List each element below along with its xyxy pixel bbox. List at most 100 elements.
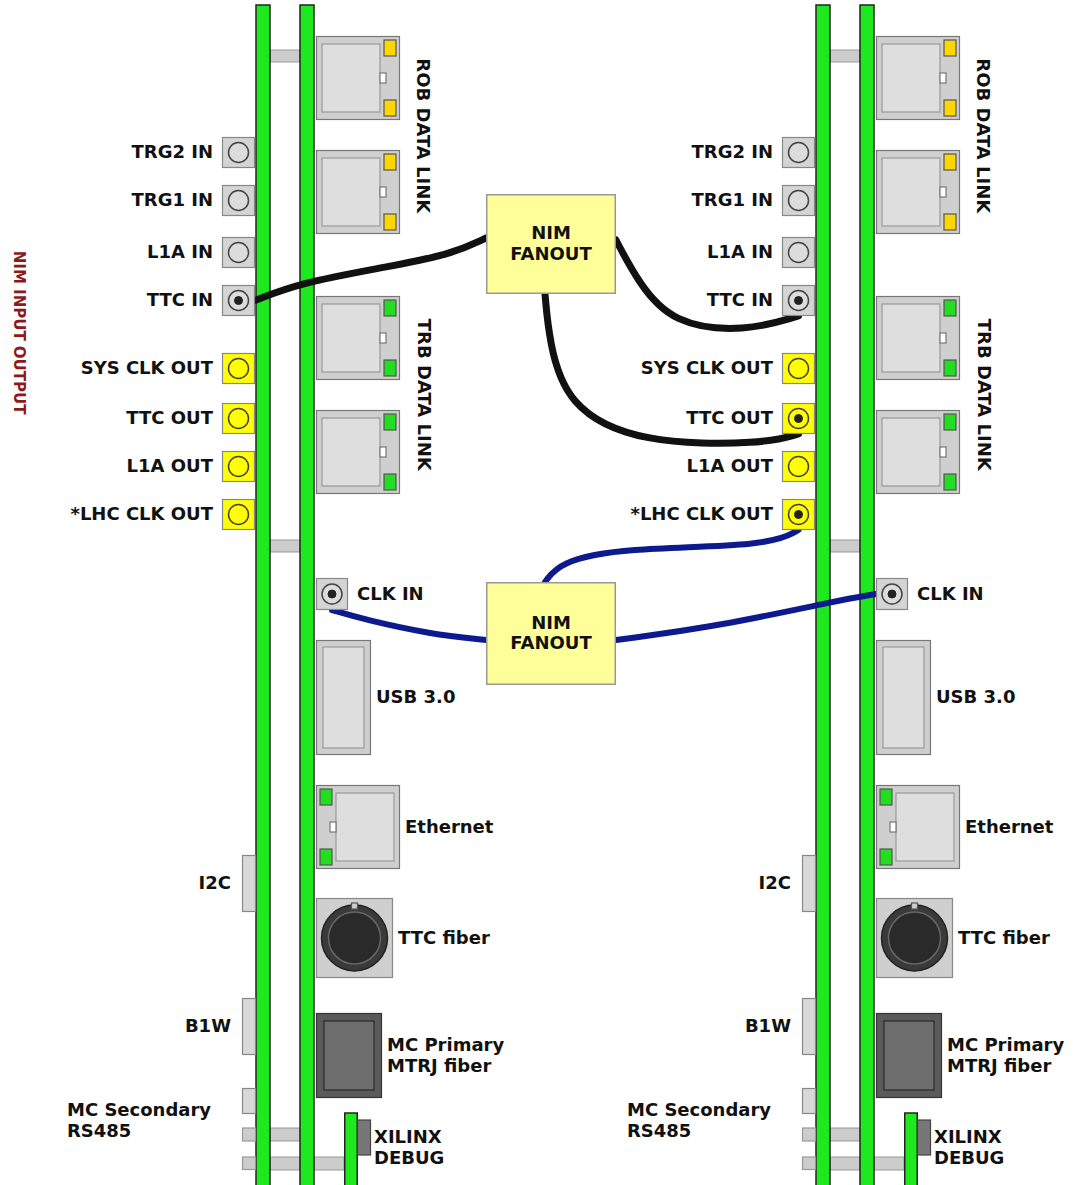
connector-label: L1A IN xyxy=(706,242,773,263)
header-tab xyxy=(243,1128,256,1141)
connector-label: XILINX DEBUG xyxy=(374,1127,463,1168)
rj45-housing xyxy=(877,411,960,494)
header-connector: B1W xyxy=(183,998,256,1055)
signal-cable xyxy=(255,238,486,301)
connector-label: MC Primary MTRJ fiber xyxy=(387,1035,517,1076)
connector-housing xyxy=(783,452,815,482)
connector-label: TRG2 IN xyxy=(690,142,773,163)
rs485-connector: MC Secondary RS485 xyxy=(67,1088,256,1170)
status-led xyxy=(944,154,956,170)
nim-fanout-box: NIM FANOUT xyxy=(486,194,616,294)
ethernet-port: Ethernet xyxy=(876,785,1055,869)
ethernet-port: Ethernet xyxy=(316,785,495,869)
connector-icon xyxy=(316,36,400,120)
status-led xyxy=(384,300,396,316)
header-connector: I2C xyxy=(197,855,256,912)
connector-housing xyxy=(317,579,348,610)
side-note: NIM INPUT OUTPUT xyxy=(10,251,27,415)
mtrj-housing xyxy=(877,1014,942,1098)
debug-board-edge xyxy=(345,1113,358,1185)
connector-label: TRB DATA LINK xyxy=(973,318,994,471)
connector-housing xyxy=(783,286,815,316)
connector-icon xyxy=(876,640,931,755)
connector-icon xyxy=(222,137,255,168)
lemo-output: L1A OUT xyxy=(685,451,815,482)
connector-icon xyxy=(782,353,815,384)
connector-socket xyxy=(789,457,809,477)
connector-housing xyxy=(223,186,255,216)
lemo-output: TTC OUT xyxy=(685,403,815,434)
rj45-latch xyxy=(380,333,386,343)
debug-connector: XILINX DEBUG xyxy=(344,1113,463,1185)
status-led xyxy=(320,849,332,865)
connector-label: MC Primary MTRJ fiber xyxy=(947,1035,1077,1076)
header-connector: I2C xyxy=(757,855,816,912)
connector-icon xyxy=(222,185,255,216)
lemo-input: TRG2 IN xyxy=(690,137,815,168)
connector-housing xyxy=(783,138,815,168)
connector-label: TTC OUT xyxy=(125,408,213,429)
lemo-input: L1A IN xyxy=(146,237,255,268)
status-led xyxy=(944,40,956,56)
fiber-key xyxy=(912,903,918,909)
clock-input: CLK IN xyxy=(316,578,425,610)
status-led xyxy=(944,214,956,230)
connector-label: ROB DATA LINK xyxy=(973,58,994,214)
header-tab xyxy=(803,856,816,912)
connector-icon xyxy=(782,185,815,216)
connector-socket xyxy=(882,584,902,604)
connector-socket xyxy=(229,291,249,311)
rs485-connector: MC Secondary RS485 xyxy=(627,1088,816,1170)
connector-socket xyxy=(229,409,249,429)
rj45-latch xyxy=(940,73,946,83)
status-led xyxy=(944,474,956,490)
signal-cable xyxy=(545,530,799,582)
connector-icon xyxy=(316,1013,382,1098)
debug-header xyxy=(918,1120,931,1155)
signal-cable xyxy=(332,610,486,640)
board-spacer xyxy=(270,50,300,62)
header-tab xyxy=(243,1157,256,1170)
status-led xyxy=(320,789,332,805)
connector-housing xyxy=(223,452,255,482)
connector-icon xyxy=(876,1013,942,1098)
connector-label: CLK IN xyxy=(917,584,985,605)
rj45-opening xyxy=(322,418,380,486)
connector-icon xyxy=(344,1113,371,1185)
rj45-housing xyxy=(877,151,960,234)
rj45-latch xyxy=(940,447,946,457)
connector-socket xyxy=(789,243,809,263)
mtrj-opening xyxy=(884,1021,934,1090)
connector-label: *LHC CLK OUT xyxy=(69,504,213,525)
status-led xyxy=(944,360,956,376)
rj45-opening xyxy=(336,793,394,861)
pcb-edge-bar xyxy=(300,5,314,1185)
connector-housing xyxy=(223,500,255,530)
connector-label: CLK IN xyxy=(357,584,425,605)
connector-socket xyxy=(229,359,249,379)
header-connector: B1W xyxy=(743,998,816,1055)
status-led xyxy=(384,474,396,490)
connector-icon xyxy=(802,855,816,912)
status-led xyxy=(384,40,396,56)
lemo-output: *LHC CLK OUT xyxy=(629,499,815,530)
lemo-input: TRG1 IN xyxy=(130,185,255,216)
connector-housing xyxy=(223,138,255,168)
lemo-input: TRG2 IN xyxy=(130,137,255,168)
connector-socket xyxy=(229,457,249,477)
rj45-latch xyxy=(380,447,386,457)
header-tab xyxy=(803,1128,816,1141)
fiber-nut xyxy=(322,905,388,971)
plugged-cable-end xyxy=(888,590,896,598)
rj45-latch xyxy=(380,73,386,83)
plugged-cable-end xyxy=(795,297,803,305)
connector-socket xyxy=(229,143,249,163)
rj45-housing xyxy=(317,411,400,494)
connector-label: USB 3.0 xyxy=(936,687,1017,708)
connector-label: TTC fiber xyxy=(398,928,491,949)
connector-icon xyxy=(876,296,960,380)
rj45-housing xyxy=(877,786,960,869)
rj45-latch xyxy=(940,333,946,343)
usb-opening xyxy=(323,647,364,748)
rj45-connector-pair: ROB DATA LINK xyxy=(316,36,434,234)
